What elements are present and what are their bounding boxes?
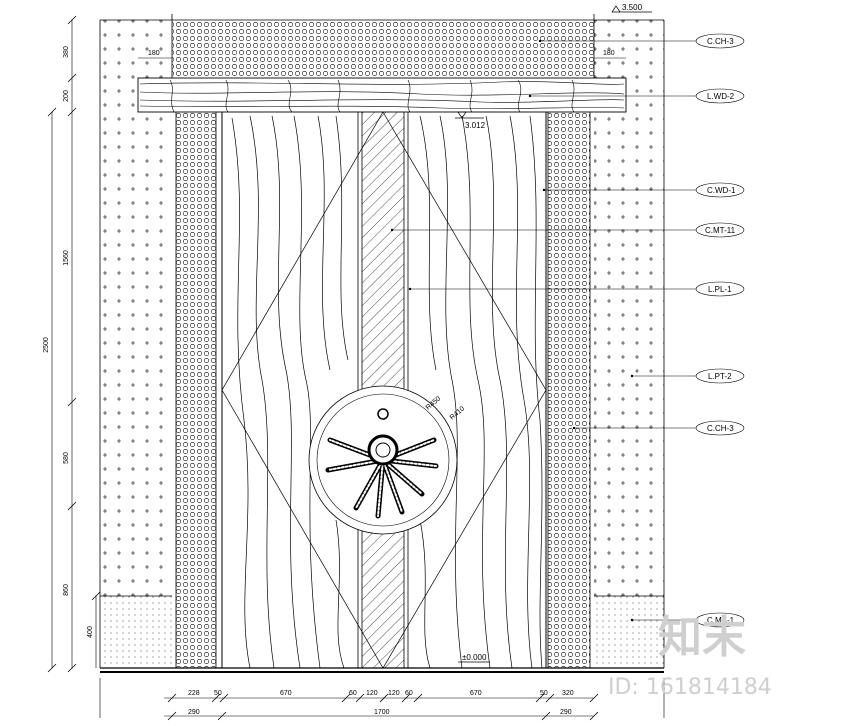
callout-cmt11: C.MT-11 bbox=[390, 222, 745, 238]
svg-text:580: 580 bbox=[63, 452, 70, 464]
svg-text:50: 50 bbox=[214, 690, 222, 697]
left-wall-panel bbox=[99, 20, 172, 668]
watermark-logo: 知末 bbox=[658, 612, 746, 663]
bottom-dimension-labels: 228 50 670 60 120 120 60 670 50 320 290 … bbox=[188, 690, 574, 716]
svg-text:60: 60 bbox=[405, 690, 413, 697]
column-right bbox=[547, 112, 591, 668]
left-dimension-labels: 380 200 1560 2500 580 860 400 bbox=[43, 46, 94, 638]
right-wall-panel bbox=[594, 20, 665, 668]
svg-text:C.WD-1: C.WD-1 bbox=[707, 186, 736, 195]
svg-text:L.PL-1: L.PL-1 bbox=[708, 285, 732, 294]
svg-text:C.MT-11: C.MT-11 bbox=[705, 226, 736, 235]
watermark: 知末 ID: 161814184 bbox=[608, 612, 772, 700]
svg-text:C.CH-3: C.CH-3 bbox=[707, 37, 734, 46]
floor-line bbox=[100, 667, 664, 673]
svg-text:400: 400 bbox=[87, 626, 94, 638]
left-dimensions bbox=[47, 15, 101, 673]
callout-cch3-mid: C.CH-3 bbox=[572, 420, 745, 436]
svg-text:290: 290 bbox=[188, 709, 200, 716]
svg-text:120: 120 bbox=[366, 690, 378, 697]
svg-text:200: 200 bbox=[63, 90, 70, 102]
svg-text:670: 670 bbox=[470, 690, 482, 697]
level-marker-floor: ±0.000 bbox=[458, 653, 490, 663]
level-marker-ceiling: 3.012 bbox=[455, 111, 486, 130]
svg-text:1560: 1560 bbox=[63, 250, 70, 266]
svg-text:L.WD-2: L.WD-2 bbox=[707, 92, 735, 101]
wood-beam bbox=[137, 14, 627, 113]
level-floor-text: ±0.000 bbox=[462, 653, 487, 662]
svg-text:320: 320 bbox=[562, 690, 574, 697]
wood-panel bbox=[221, 111, 547, 669]
svg-text:2500: 2500 bbox=[43, 337, 50, 353]
callout-cwd1: C.WD-1 bbox=[542, 182, 745, 198]
svg-text:C.MA-1: C.MA-1 bbox=[707, 616, 735, 625]
callout-lpt2: L.PT-2 bbox=[630, 368, 745, 384]
svg-text:180: 180 bbox=[148, 50, 160, 57]
svg-text:180: 180 bbox=[603, 50, 615, 57]
watermark-id: ID: 161814184 bbox=[608, 675, 772, 700]
column-left bbox=[175, 112, 217, 668]
callouts: C.CH-3 L.WD-2 C.WD-1 C.MT-11 L.PL-1 L.PT… bbox=[390, 33, 745, 628]
svg-text:C.CH-3: C.CH-3 bbox=[707, 424, 734, 433]
svg-text:228: 228 bbox=[188, 690, 200, 697]
level-ceiling-text: 3.012 bbox=[465, 121, 486, 130]
svg-text:50: 50 bbox=[540, 690, 548, 697]
level-top-text: 3.500 bbox=[622, 3, 643, 12]
callout-cma1: C.MA-1 bbox=[630, 612, 745, 628]
svg-text:L.PT-2: L.PT-2 bbox=[708, 372, 732, 381]
svg-text:380: 380 bbox=[63, 46, 70, 58]
level-marker-top: 3.500 bbox=[611, 3, 652, 13]
radius-label-r410: R410 bbox=[449, 405, 466, 421]
sun-medallion: R450 R410 bbox=[308, 385, 466, 535]
ceiling-band bbox=[100, 19, 664, 78]
top-dimensions: 180 180 bbox=[138, 50, 626, 59]
callout-lpl1: L.PL-1 bbox=[408, 281, 745, 297]
svg-text:670: 670 bbox=[280, 690, 292, 697]
svg-text:290: 290 bbox=[560, 709, 572, 716]
callout-cch3-top: C.CH-3 bbox=[538, 33, 745, 49]
svg-text:60: 60 bbox=[349, 690, 357, 697]
svg-text:860: 860 bbox=[63, 584, 70, 596]
svg-text:1700: 1700 bbox=[374, 709, 390, 716]
svg-text:120: 120 bbox=[388, 690, 400, 697]
callout-lwd2: L.WD-2 bbox=[528, 88, 745, 104]
bottom-dimensions bbox=[99, 678, 665, 721]
